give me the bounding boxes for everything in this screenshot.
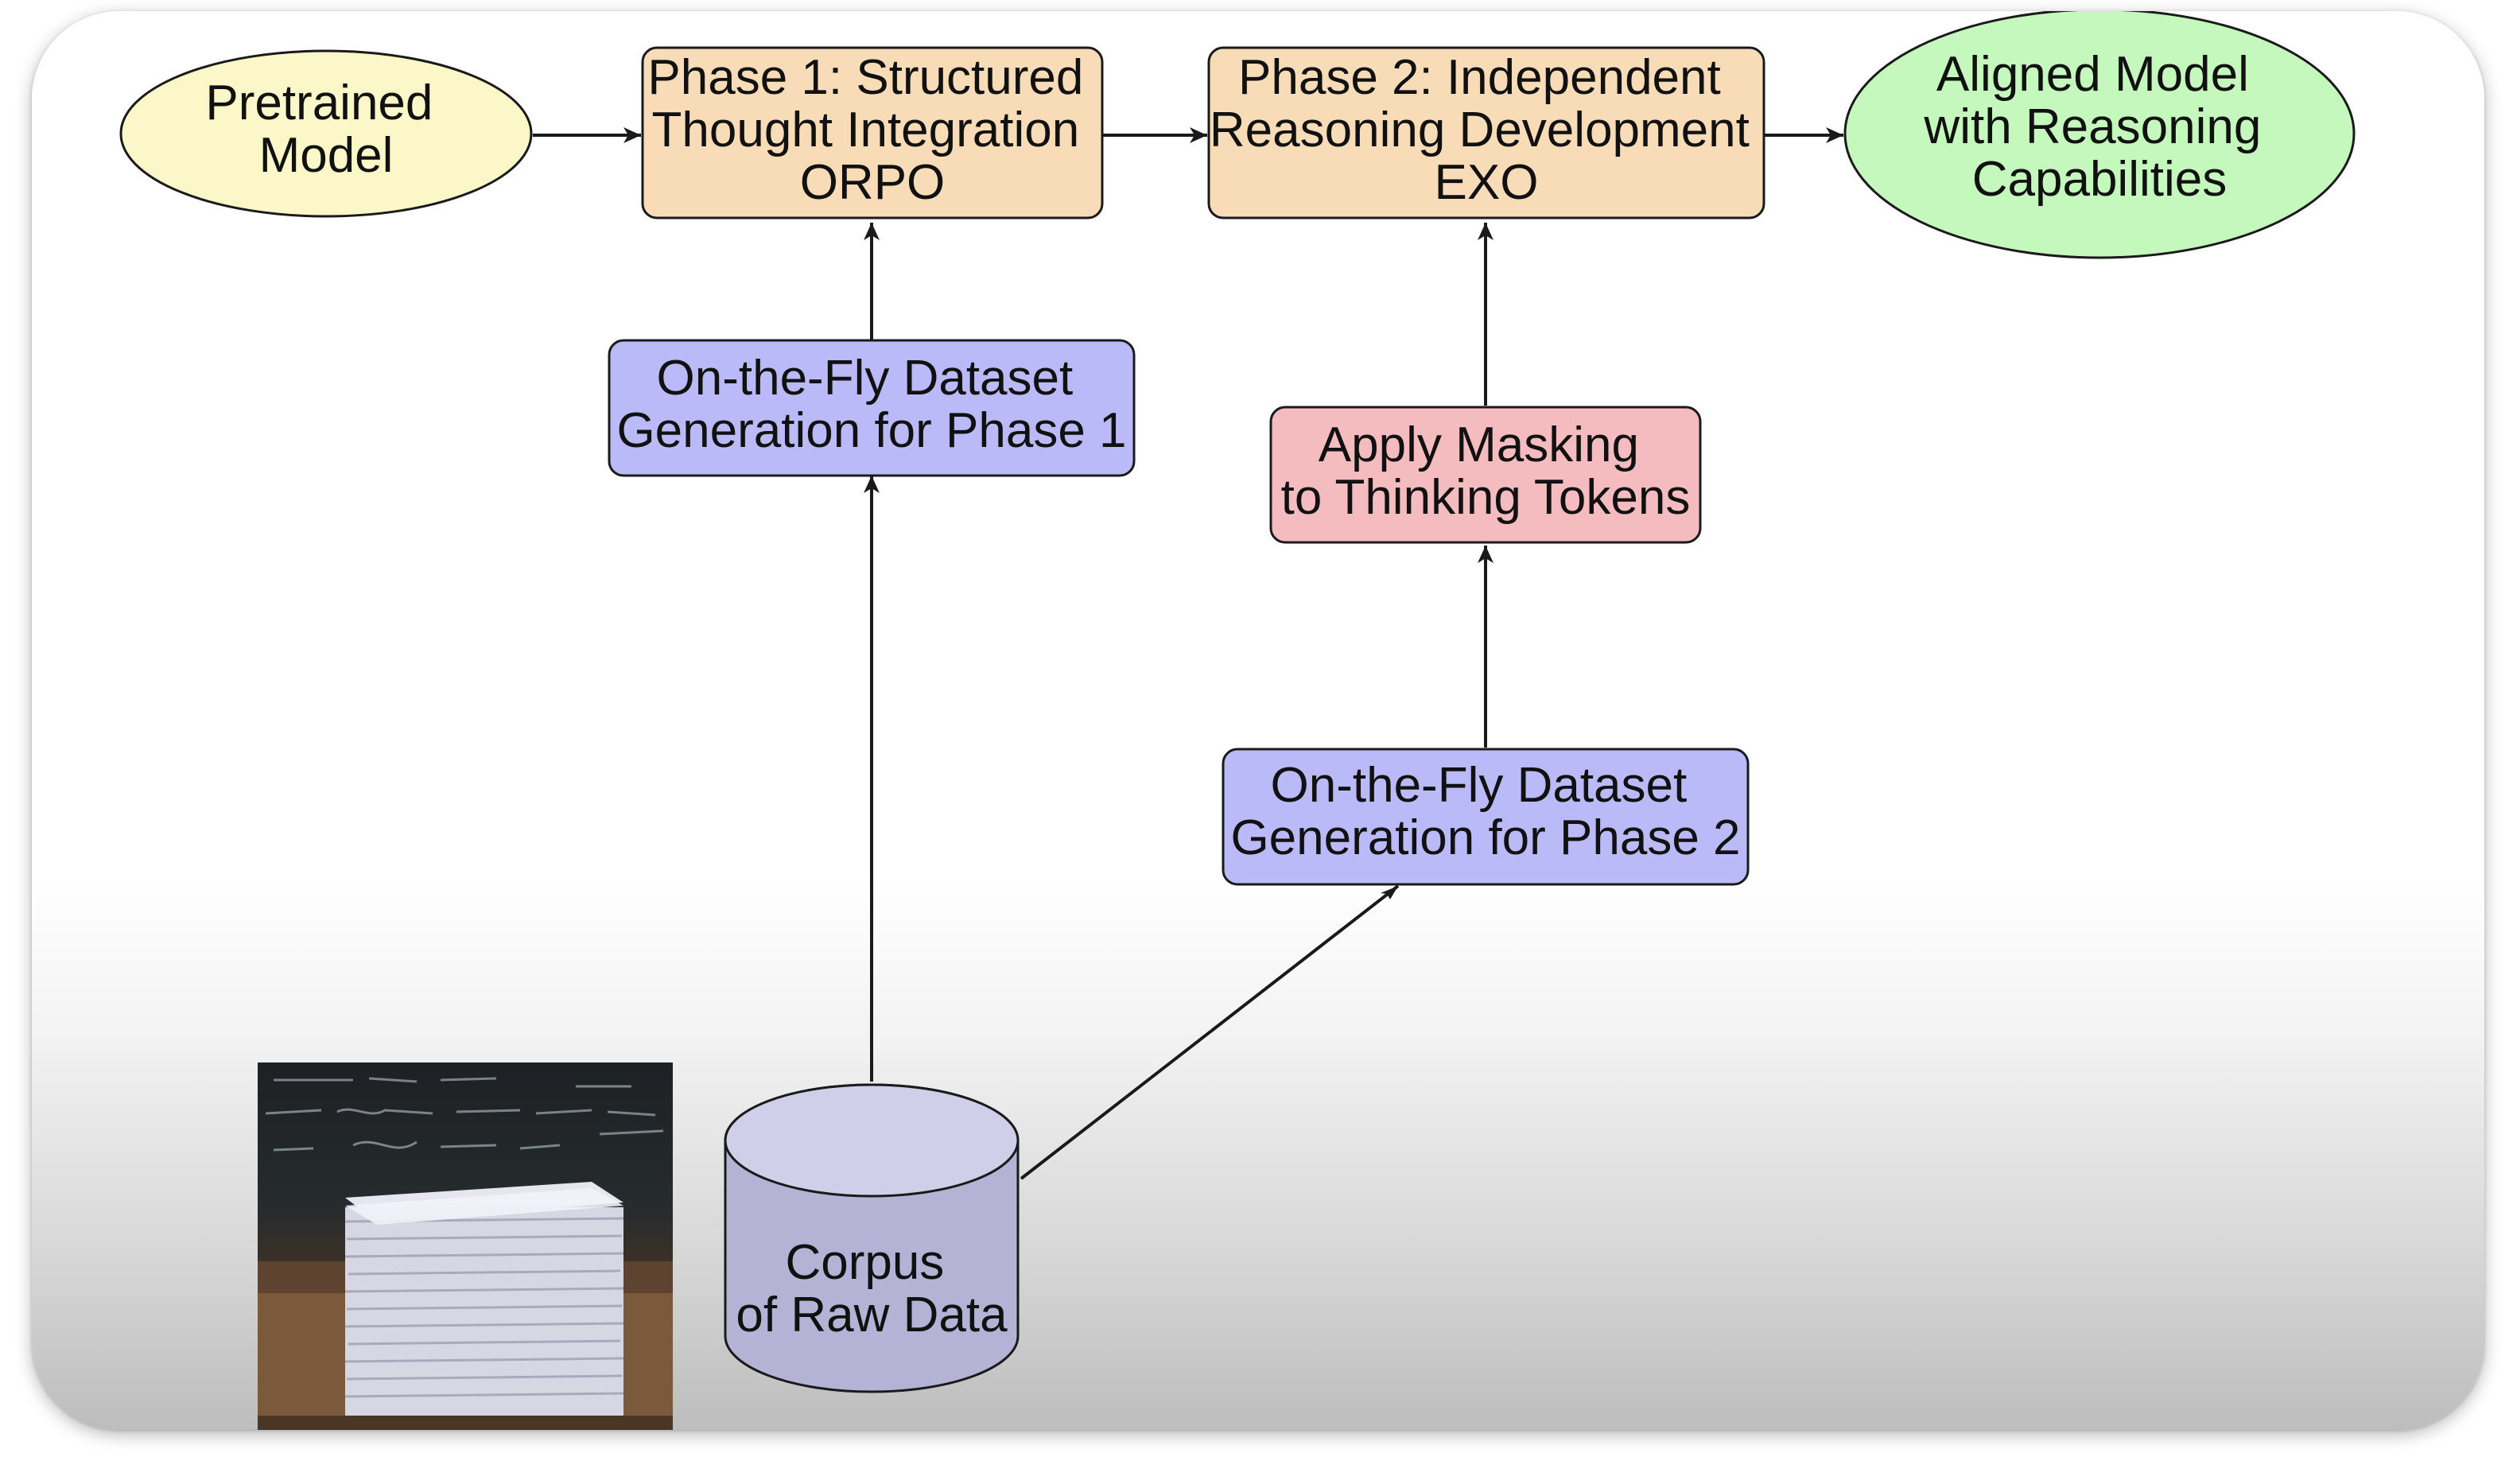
arrowhead-masking-bottom [1478, 546, 1493, 563]
masking-shape [1269, 406, 1702, 544]
flow-diagram: Pretrained Model Phase 1: Structured Tho… [119, 11, 2356, 1393]
dataset1-label: On-the-Fly Dataset Generation for Phase … [616, 351, 1126, 458]
paper-stack-photo-icon [258, 1062, 673, 1430]
pretrained-label: Pretrained Model [205, 76, 446, 183]
diagram-card: Pretrained Model Phase 1: Structured Tho… [32, 11, 2484, 1430]
aligned-label: Aligned Model with Reasoning Capabilitie… [1923, 47, 2274, 207]
node-phase1: Phase 1: Structured Thought Integration … [641, 46, 1104, 219]
pretrained-shape [119, 49, 533, 218]
arrowhead-dataset2-bottom [1381, 886, 1398, 899]
node-pretrained-model: Pretrained Model [119, 49, 533, 218]
masking-label: Apply Masking to Thinking Tokens [1281, 418, 1691, 525]
dataset2-label: On-the-Fly Dataset Generation for Phase … [1230, 758, 1740, 865]
edge-corpus-to-dataset2 [1020, 884, 1400, 1180]
edges [533, 134, 1843, 1180]
phase1-label: Phase 1: Structured Thought Integration … [647, 50, 1097, 210]
corpus-label: Corpus of Raw Data [736, 1235, 1008, 1342]
phase2-shape [1207, 46, 1765, 219]
chalk-marks [265, 1077, 664, 1152]
arrowhead-dataset1-bottom [864, 476, 880, 493]
paper-stack-illustration [258, 1077, 673, 1430]
arrowhead-aligned [1826, 127, 1843, 143]
node-dataset-phase2: On-the-Fly Dataset Generation for Phase … [1222, 748, 1750, 886]
dataset1-shape [608, 339, 1136, 477]
paper-stack [344, 1182, 624, 1416]
arrowhead-phase1-bottom [864, 223, 880, 240]
node-corpus-database: Corpus of Raw Data [724, 1083, 1020, 1393]
dataset2-shape [1222, 748, 1750, 886]
phase2-label: Phase 2: Independent Reasoning Developme… [1210, 50, 1763, 210]
desk-shadow [258, 1416, 673, 1430]
node-phase2: Phase 2: Independent Reasoning Developme… [1207, 46, 1765, 219]
node-dataset-phase1: On-the-Fly Dataset Generation for Phase … [608, 339, 1136, 477]
corpus-top [724, 1083, 1020, 1198]
arrowheads [623, 127, 1843, 899]
node-aligned-model: Aligned Model with Reasoning Capabilitie… [1843, 11, 2356, 259]
node-apply-masking: Apply Masking to Thinking Tokens [1269, 406, 1702, 544]
arrowhead-phase2-bottom [1478, 223, 1493, 240]
aligned-shape [1843, 11, 2356, 259]
phase1-shape [641, 46, 1104, 219]
arrowhead-phase2 [1190, 127, 1207, 143]
arrowhead-phase1 [623, 127, 641, 143]
